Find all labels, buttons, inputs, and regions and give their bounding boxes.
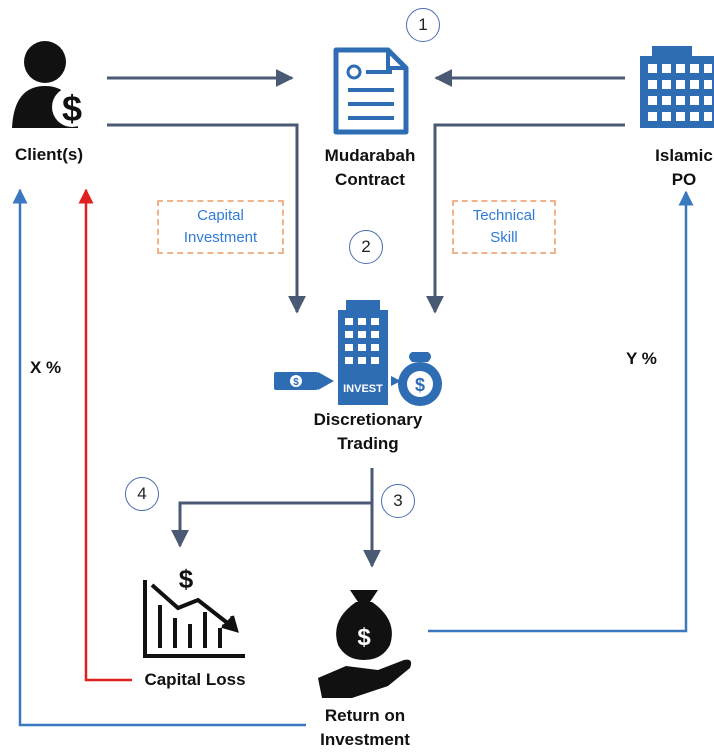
po-label: Islamic PO — [634, 144, 714, 192]
capital-investment-label: Capital Investment — [157, 205, 284, 249]
skill-text-line1: Technical — [472, 207, 536, 224]
technical-skill-label: Technical Skill — [452, 205, 556, 249]
contract-text-line1: Mudarabah — [324, 146, 416, 165]
contract-text-line2: Contract — [335, 170, 405, 189]
client-dollar-icon: $ — [12, 41, 92, 129]
po-text-line1: Islamic — [655, 146, 713, 165]
arrow-roi-to-client — [12, 188, 306, 727]
step-badge-3: 3 — [381, 484, 415, 518]
loss-text: Capital Loss — [144, 670, 246, 689]
po-share-label: Y % — [626, 349, 657, 368]
arrow-po-to-trading — [426, 123, 625, 314]
po-text-line2: PO — [671, 170, 697, 189]
money-bag-hand-icon: $ — [318, 590, 412, 698]
svg-text:$: $ — [293, 377, 299, 388]
svg-text:$: $ — [415, 375, 425, 395]
invest-building-icon: INVEST $ $ — [274, 300, 442, 406]
roi-text-line1: Return on — [324, 706, 406, 725]
step-badge-1: 1 — [406, 8, 440, 42]
contract-label: Mudarabah Contract — [300, 144, 440, 192]
client-text: Client(s) — [15, 145, 83, 164]
technical-skill-box — [452, 200, 556, 254]
trading-text-line2: Trading — [337, 434, 399, 453]
trading-text-line1: Discretionary — [313, 410, 423, 429]
svg-text:$: $ — [357, 624, 371, 651]
arrow-loss-to-client — [78, 188, 132, 682]
client-label: Client(s) — [4, 143, 94, 167]
capital-investment-box — [157, 200, 284, 254]
skill-text-line2: Skill — [490, 229, 518, 246]
step-badge-4: 4 — [125, 477, 159, 511]
client-share-label: X % — [30, 358, 62, 377]
svg-text:$: $ — [179, 564, 194, 594]
roi-text-line2: Investment — [320, 730, 410, 749]
capital-text-line1: Capital — [197, 207, 244, 224]
loss-label: Capital Loss — [130, 668, 260, 692]
building-icon — [640, 46, 714, 128]
declining-chart-icon: $ — [143, 564, 245, 658]
arrow-client-to-trading — [107, 123, 306, 314]
step-badge-2: 2 — [349, 230, 383, 264]
trading-label: Discretionary Trading — [288, 408, 448, 456]
arrow-trading-to-loss — [171, 501, 372, 548]
arrow-roi-to-po — [428, 190, 694, 633]
svg-text:$: $ — [62, 88, 82, 129]
roi-label: Return on Investment — [295, 704, 435, 752]
contract-document-icon — [333, 47, 409, 135]
capital-text-line2: Investment — [183, 229, 258, 246]
invest-sign: INVEST — [343, 383, 383, 395]
